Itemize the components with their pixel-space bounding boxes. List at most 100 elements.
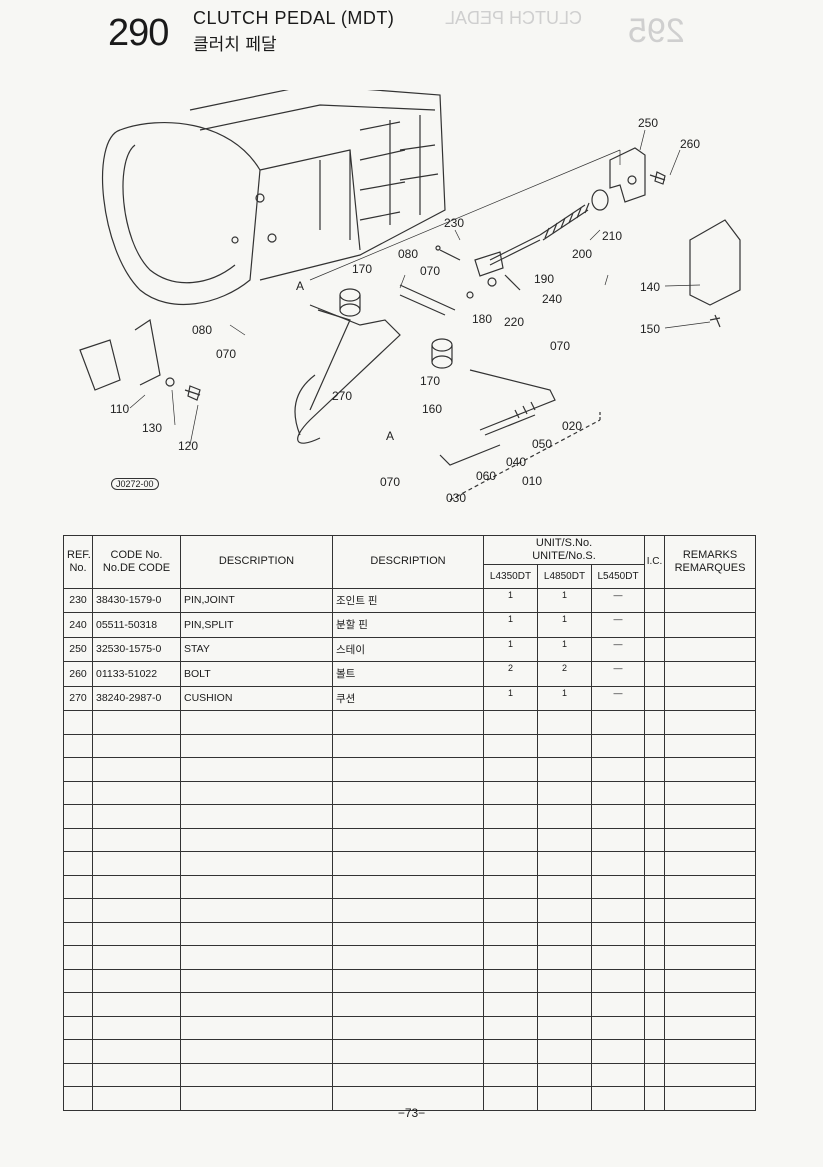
description-cell: CUSHION — [180, 685, 333, 711]
empty-cell — [180, 710, 333, 735]
ic-cell — [644, 612, 666, 638]
empty-cell — [664, 898, 756, 923]
qty-model-2: 1 — [537, 636, 592, 662]
svg-text:170: 170 — [352, 262, 372, 276]
empty-cell — [644, 921, 666, 946]
description-ko-cell: 분할 핀 — [332, 612, 484, 638]
empty-cell — [590, 968, 646, 993]
empty-cell — [537, 827, 592, 852]
qty-model-2: 1 — [537, 685, 592, 711]
empty-cell — [590, 780, 646, 805]
empty-cell — [644, 1086, 666, 1111]
empty-cell — [664, 1015, 756, 1040]
empty-cell — [332, 1086, 484, 1111]
empty-cell — [537, 851, 592, 876]
empty-cell — [664, 992, 756, 1017]
page-number: 290 — [108, 12, 169, 54]
empty-cell — [590, 1062, 646, 1087]
empty-cell — [92, 874, 181, 899]
empty-cell — [664, 804, 756, 829]
empty-table-row — [63, 710, 756, 735]
empty-cell — [180, 827, 333, 852]
empty-cell — [664, 780, 756, 805]
drawing-id-label: J0272-00 — [111, 478, 159, 490]
empty-table-row — [63, 1086, 756, 1111]
empty-cell — [63, 1086, 93, 1111]
qty-model-1: 1 — [483, 587, 538, 613]
empty-cell — [332, 757, 484, 782]
svg-text:200: 200 — [572, 247, 592, 261]
empty-cell — [537, 945, 592, 970]
empty-cell — [664, 757, 756, 782]
empty-cell — [92, 733, 181, 758]
empty-cell — [537, 898, 592, 923]
svg-text:270: 270 — [332, 389, 352, 403]
page-title-korean: 클러치 페달 — [193, 35, 277, 55]
empty-cell — [590, 1086, 646, 1111]
qty-model-2: 1 — [537, 587, 592, 613]
empty-cell — [180, 1039, 333, 1064]
empty-cell — [483, 804, 538, 829]
header-model-1: L4350DT — [483, 564, 538, 589]
description-cell: PIN,JOINT — [180, 587, 333, 613]
empty-cell — [537, 710, 592, 735]
qty-model-3: — — [590, 612, 646, 638]
empty-cell — [483, 710, 538, 735]
empty-cell — [180, 851, 333, 876]
empty-cell — [644, 1062, 666, 1087]
empty-cell — [537, 1015, 592, 1040]
ref-cell: 260 — [63, 661, 93, 687]
remarks-cell — [664, 587, 756, 613]
svg-text:080: 080 — [192, 323, 212, 337]
empty-cell — [332, 710, 484, 735]
empty-cell — [332, 804, 484, 829]
table-row: 240 05511-50318 PIN,SPLIT 분할 핀 1 1 — — [63, 612, 756, 638]
parts-table-body: 230 38430-1579-0 PIN,JOINT 조인트 핀 1 1 — 2… — [63, 587, 756, 1111]
empty-cell — [92, 1062, 181, 1087]
qty-model-3: — — [590, 587, 646, 613]
empty-cell — [664, 1062, 756, 1087]
empty-cell — [483, 733, 538, 758]
empty-cell — [590, 827, 646, 852]
svg-text:050: 050 — [532, 437, 552, 451]
empty-cell — [180, 733, 333, 758]
empty-cell — [180, 757, 333, 782]
empty-cell — [664, 874, 756, 899]
empty-cell — [644, 757, 666, 782]
empty-table-row — [63, 1062, 756, 1087]
svg-text:170: 170 — [420, 374, 440, 388]
empty-cell — [92, 757, 181, 782]
empty-cell — [180, 921, 333, 946]
empty-cell — [63, 710, 93, 735]
empty-cell — [590, 945, 646, 970]
empty-cell — [180, 780, 333, 805]
empty-cell — [63, 851, 93, 876]
empty-cell — [644, 851, 666, 876]
empty-cell — [483, 992, 538, 1017]
empty-cell — [92, 968, 181, 993]
empty-table-row — [63, 804, 756, 829]
empty-cell — [644, 733, 666, 758]
code-cell: 38240-2987-0 — [92, 685, 181, 711]
empty-cell — [644, 780, 666, 805]
empty-table-row — [63, 992, 756, 1017]
svg-text:210: 210 — [602, 229, 622, 243]
svg-text:070: 070 — [420, 264, 440, 278]
empty-table-row — [63, 733, 756, 758]
empty-cell — [537, 921, 592, 946]
empty-cell — [664, 1086, 756, 1111]
empty-cell — [180, 1015, 333, 1040]
empty-cell — [92, 945, 181, 970]
empty-cell — [664, 851, 756, 876]
empty-cell — [664, 733, 756, 758]
remarks-cell — [664, 636, 756, 662]
description-ko-cell: 스테이 — [332, 636, 484, 662]
ref-cell: 240 — [63, 612, 93, 638]
empty-cell — [92, 851, 181, 876]
empty-cell — [180, 804, 333, 829]
empty-cell — [63, 992, 93, 1017]
empty-cell — [180, 874, 333, 899]
empty-cell — [644, 804, 666, 829]
qty-model-1: 1 — [483, 636, 538, 662]
svg-text:120: 120 — [178, 439, 198, 453]
